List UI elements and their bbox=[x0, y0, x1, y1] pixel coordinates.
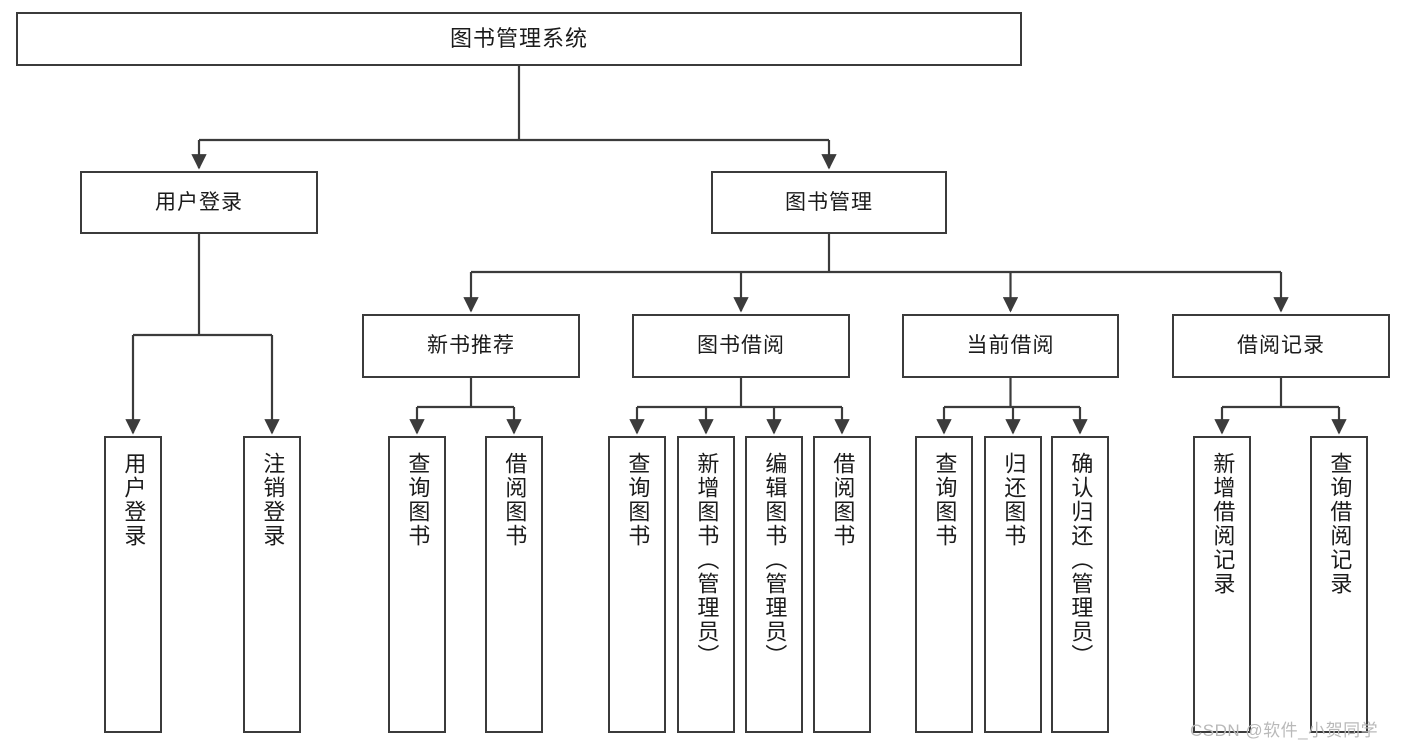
node-label: 借阅记录 bbox=[1237, 334, 1325, 358]
watermark-label: CSDN @软件_小贺同学 bbox=[1190, 721, 1379, 740]
node-label: 归还图书 bbox=[1001, 452, 1027, 548]
node-label: 查询图书 bbox=[405, 452, 431, 548]
node-label: 查询图书 bbox=[625, 452, 651, 548]
node-label: 借阅图书 bbox=[830, 452, 856, 548]
node-leaf-7[interactable]: 借阅图书 bbox=[813, 436, 871, 733]
node-level2-3[interactable]: 借阅记录 bbox=[1172, 314, 1390, 378]
node-label: 用户登录 bbox=[121, 452, 147, 548]
node-label: 新书推荐 bbox=[427, 334, 515, 358]
node-level2-1[interactable]: 图书借阅 bbox=[632, 314, 850, 378]
node-label: 当前借阅 bbox=[966, 334, 1055, 358]
node-label: 编辑图书（管理员） bbox=[762, 452, 788, 668]
node-label: 借阅图书 bbox=[502, 452, 528, 548]
node-leaf-1[interactable]: 注销登录 bbox=[243, 436, 301, 733]
node-label: 新增图书（管理员） bbox=[694, 452, 720, 668]
node-leaf-6[interactable]: 编辑图书（管理员） bbox=[745, 436, 803, 733]
node-leaf-3[interactable]: 借阅图书 bbox=[485, 436, 543, 733]
node-level2-2[interactable]: 当前借阅 bbox=[902, 314, 1119, 378]
node-leaf-12[interactable]: 查询借阅记录 bbox=[1310, 436, 1368, 733]
node-label: 查询借阅记录 bbox=[1327, 452, 1353, 596]
node-label: 新增借阅记录 bbox=[1210, 452, 1236, 596]
node-leaf-4[interactable]: 查询图书 bbox=[608, 436, 666, 733]
node-level1-1[interactable]: 图书管理 bbox=[711, 171, 947, 234]
node-leaf-11[interactable]: 新增借阅记录 bbox=[1193, 436, 1251, 733]
node-leaf-5[interactable]: 新增图书（管理员） bbox=[677, 436, 735, 733]
node-label: 确认归还（管理员） bbox=[1068, 452, 1094, 668]
node-leaf-8[interactable]: 查询图书 bbox=[915, 436, 973, 733]
node-label: 注销登录 bbox=[260, 452, 286, 548]
node-label: 图书管理 bbox=[785, 190, 873, 214]
node-leaf-0[interactable]: 用户登录 bbox=[104, 436, 162, 733]
node-label: 图书借阅 bbox=[697, 334, 785, 358]
node-level1-0[interactable]: 用户登录 bbox=[80, 171, 318, 234]
node-leaf-9[interactable]: 归还图书 bbox=[984, 436, 1042, 733]
node-root[interactable]: 图书管理系统 bbox=[16, 12, 1022, 66]
node-level2-0[interactable]: 新书推荐 bbox=[362, 314, 580, 378]
node-label: 图书管理系统 bbox=[449, 25, 588, 51]
node-leaf-10[interactable]: 确认归还（管理员） bbox=[1051, 436, 1109, 733]
node-label: 用户登录 bbox=[155, 190, 243, 214]
node-leaf-2[interactable]: 查询图书 bbox=[388, 436, 446, 733]
node-label: 查询图书 bbox=[932, 452, 958, 548]
